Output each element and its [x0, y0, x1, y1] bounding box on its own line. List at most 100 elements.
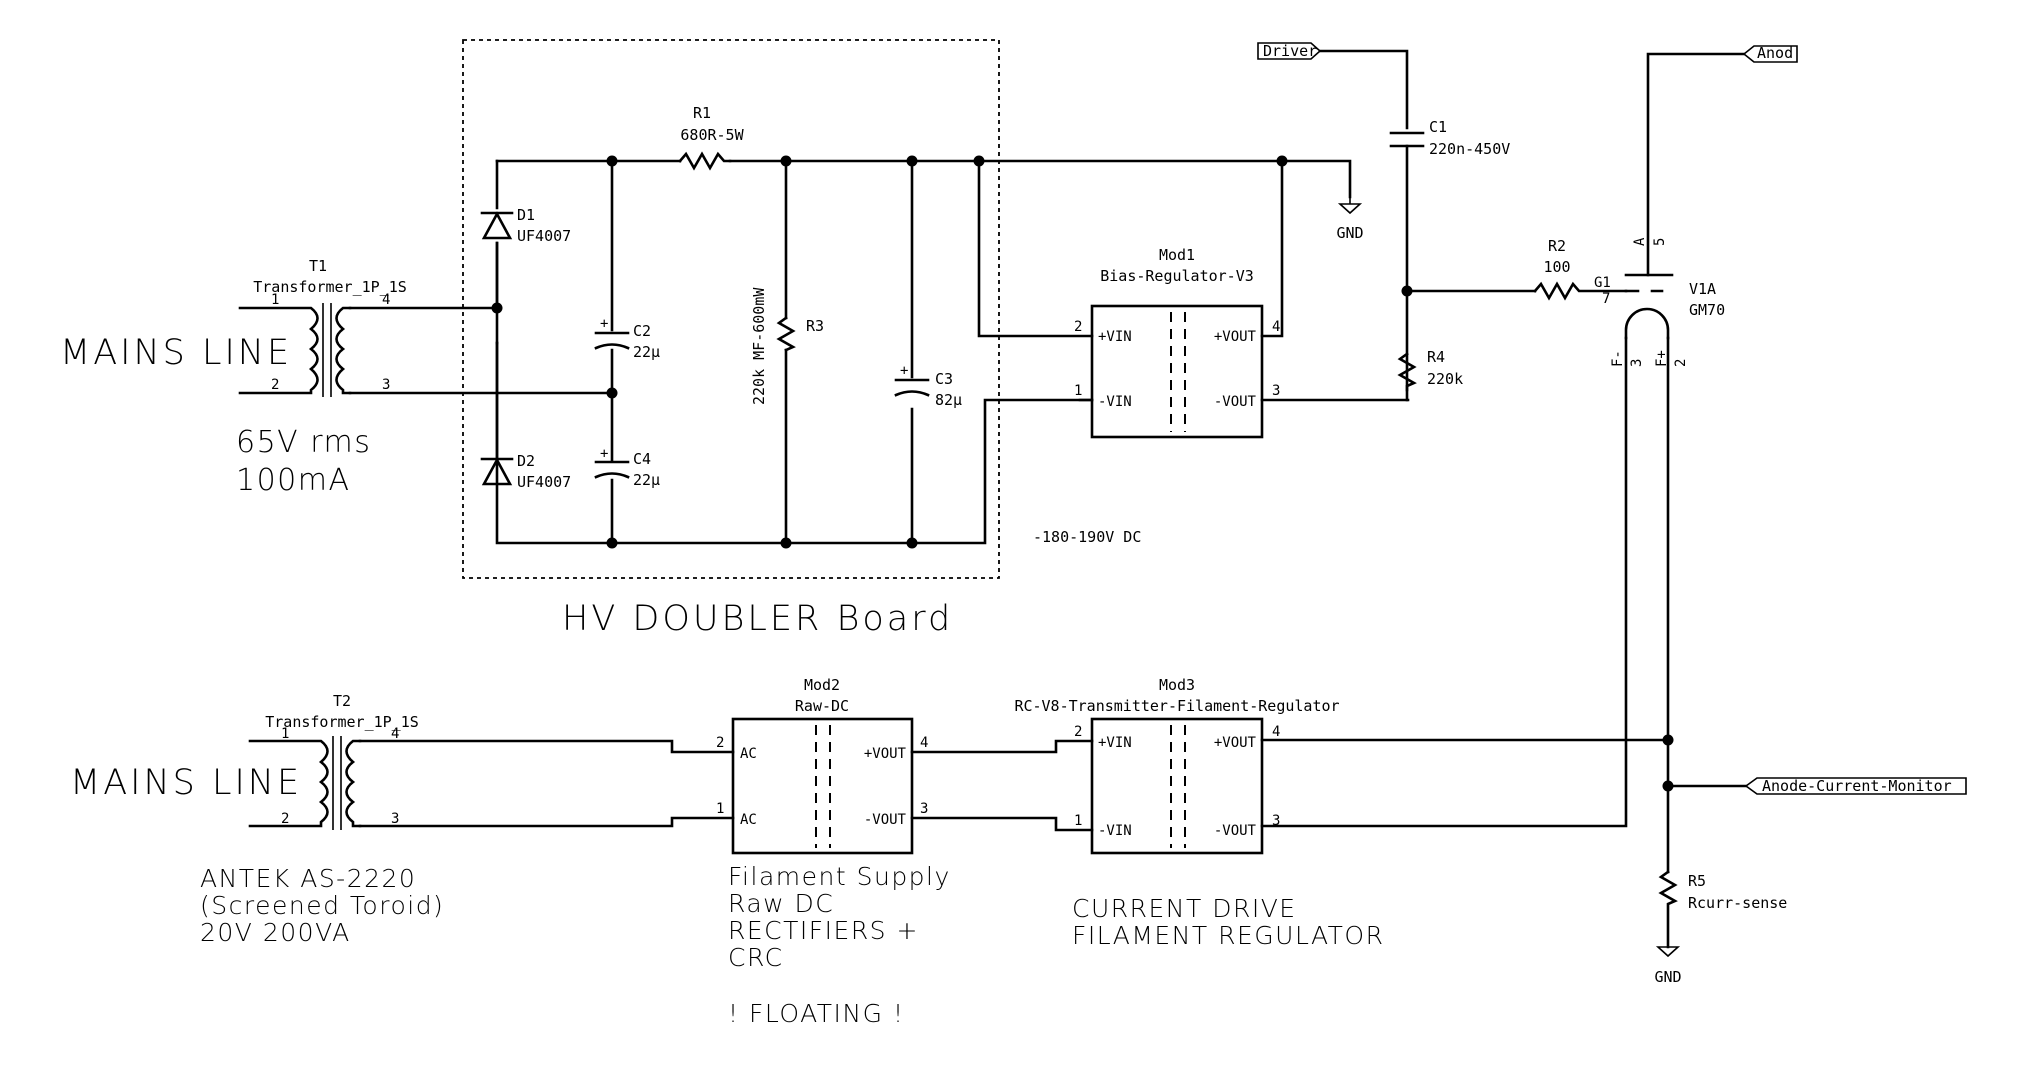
mod2-pin-num-3: 3 — [920, 801, 928, 817]
r3-value: 220k MF-600mW — [750, 287, 768, 405]
t2-pin-4: 4 — [391, 726, 399, 742]
t1-secondary-wires — [348, 306, 614, 395]
c3-polarity: + — [900, 363, 908, 379]
t2-value: Transformer_1P_1S — [265, 713, 419, 731]
mod2-pin-ac-top: AC — [740, 746, 757, 762]
c1-value: 220n-450V — [1429, 140, 1510, 158]
gnd-symbol-bottom: GND — [1654, 946, 1682, 986]
gnd-wire-top — [1280, 159, 1352, 199]
mod2-note-line4: CRC — [728, 943, 784, 972]
t2-sec-bottom-wire — [358, 816, 735, 828]
v1a-pin-fm-num: 3 — [1629, 359, 1645, 367]
r4-ref: R4 — [1427, 348, 1445, 366]
r5-value: Rcurr-sense — [1688, 894, 1787, 912]
mod3-value: RC-V8-Transmitter-Filament-Regulator — [1014, 697, 1339, 715]
junction-dot — [606, 155, 618, 167]
d2-ref: D2 — [517, 452, 535, 470]
mod2-pin-vout-minus: -VOUT — [864, 812, 907, 828]
r3-ref: R3 — [806, 317, 824, 335]
r5-resistor: R5 Rcurr-sense — [1658, 870, 1787, 949]
mod1-pin-vin-plus: +VIN — [1098, 329, 1132, 345]
t1-rating-voltage: 65V rms — [236, 425, 371, 460]
mod1-vout-wire — [1260, 159, 1284, 338]
t2-sec-top-wire — [358, 739, 735, 754]
r1-resistor: R1 680R-5W — [678, 104, 745, 171]
mod2-raw-dc: Mod2 Raw-DC AC AC +VOUT -VOUT 2 1 4 3 Fi… — [716, 676, 1094, 1028]
mod2-pin-num-2: 2 — [716, 735, 724, 751]
mod3-pin-vin-plus: +VIN — [1098, 735, 1132, 751]
t2-note-line3: 20V 200VA — [200, 918, 351, 947]
v1a-tube: A 5 G1 7 V1A GM70 F- 3 F+ 2 — [1594, 237, 1725, 367]
t1-ref: T1 — [309, 257, 327, 275]
junction-dot — [780, 155, 792, 167]
r3-resistor: R3 220k MF-600mW — [750, 287, 824, 405]
gnd-label-top: GND — [1336, 224, 1363, 242]
junction-dot — [606, 387, 618, 399]
mod1-vin-wire — [977, 159, 1094, 338]
mod3-pin-vin-minus: -VIN — [1098, 823, 1132, 839]
r2-resistor: R2 100 — [1533, 237, 1628, 301]
mod3-pin-vout-minus: -VOUT — [1214, 823, 1257, 839]
mod2-pin-ac-bottom: AC — [740, 812, 757, 828]
c3-value: 82µ — [935, 391, 962, 409]
r4-value: 220k — [1427, 370, 1463, 388]
mod3-ref: Mod3 — [1159, 676, 1195, 694]
c1-capacitor: C1 220n-450V — [1389, 118, 1510, 392]
junction-dot — [1662, 734, 1674, 746]
filament-minus-wire — [1260, 336, 1628, 828]
driver-label: Driver — [1257, 42, 1409, 130]
d1-ref: D1 — [517, 206, 535, 224]
hv-board-title: HV DOUBLER Board — [562, 599, 953, 639]
bias-voltage-label: -180-190V DC — [1033, 528, 1141, 546]
mod1-pin-vout-minus: -VOUT — [1214, 394, 1257, 410]
mod1-pin-num-3: 3 — [1272, 383, 1280, 399]
mod3-pin-vout-plus: +VOUT — [1214, 735, 1257, 751]
c2-ref: C2 — [633, 322, 651, 340]
mod3-pin-num-3: 3 — [1272, 813, 1280, 829]
c1-ref: C1 — [1429, 118, 1447, 136]
v1a-filament — [1624, 307, 1670, 340]
v1a-pin-fp-num: 2 — [1673, 359, 1689, 367]
mod2-pin-num-4: 4 — [920, 735, 928, 751]
mod3-pin-num-4: 4 — [1272, 724, 1280, 740]
mod3-note-line2: FILAMENT REGULATOR — [1072, 921, 1384, 950]
mod2-value: Raw-DC — [795, 697, 849, 715]
mod2-note-line3: RECTIFIERS + — [728, 916, 919, 945]
mod2-note-floating: ! FLOATING ! — [728, 999, 904, 1028]
t2-note-line1: ANTEK AS-2220 — [200, 864, 416, 893]
mod3-pin-num-1: 1 — [1074, 813, 1082, 829]
mod2-pin-num-1: 1 — [716, 801, 724, 817]
mod1-pin-num-4: 4 — [1272, 319, 1280, 335]
mod2-note-line2: Raw DC — [728, 889, 834, 918]
c3-ref: C3 — [935, 370, 953, 388]
r4-resistor: R4 220k — [1397, 348, 1463, 402]
mod1-pin-vout-plus: +VOUT — [1214, 329, 1257, 345]
mod3-filament-regulator: Mod3 RC-V8-Transmitter-Filament-Regulato… — [1014, 676, 1384, 950]
d2-value: UF4007 — [517, 473, 571, 491]
t1-pin-3: 3 — [382, 377, 390, 393]
gnd-label-bottom: GND — [1654, 968, 1681, 986]
anode-current-monitor-text: Anode-Current-Monitor — [1762, 777, 1952, 795]
mod3-note-line1: CURRENT DRIVE — [1072, 894, 1297, 923]
t2-transformer: T2 Transformer_1P_1S 1 2 4 3 MAINS LINE … — [70, 692, 735, 947]
v1a-pin-g-num: 7 — [1602, 291, 1610, 307]
t1-value: Transformer_1P_1S — [253, 278, 407, 296]
anod-wire — [1646, 52, 1746, 277]
hv-board-outline — [462, 39, 1000, 579]
t1-mains-label: MAINS LINE — [60, 333, 292, 373]
r1-ref: R1 — [693, 104, 711, 122]
mod1-bias-regulator: Mod1 Bias-Regulator-V3 +VIN -VIN +VOUT -… — [1074, 246, 1410, 439]
anod-label-text: Anod — [1757, 44, 1793, 62]
anode-current-monitor-label: Anode-Current-Monitor — [1666, 777, 1967, 795]
d1-diode: D1 UF4007 — [480, 206, 571, 245]
v1a-pin-a-label: A — [1632, 237, 1648, 246]
mod1-pin-num-2: 2 — [1074, 319, 1082, 335]
gnd-symbol-top: GND — [1336, 197, 1364, 242]
junction-dot — [906, 155, 918, 167]
junction-dot — [780, 537, 792, 549]
t2-note-line2: (Screened Toroid) — [200, 891, 444, 920]
v1a-value: GM70 — [1689, 301, 1725, 319]
mod2-note-line1: Filament Supply — [728, 862, 951, 891]
v1a-pin-a-num: 5 — [1652, 238, 1668, 246]
v1a-ref: V1A — [1689, 280, 1716, 298]
